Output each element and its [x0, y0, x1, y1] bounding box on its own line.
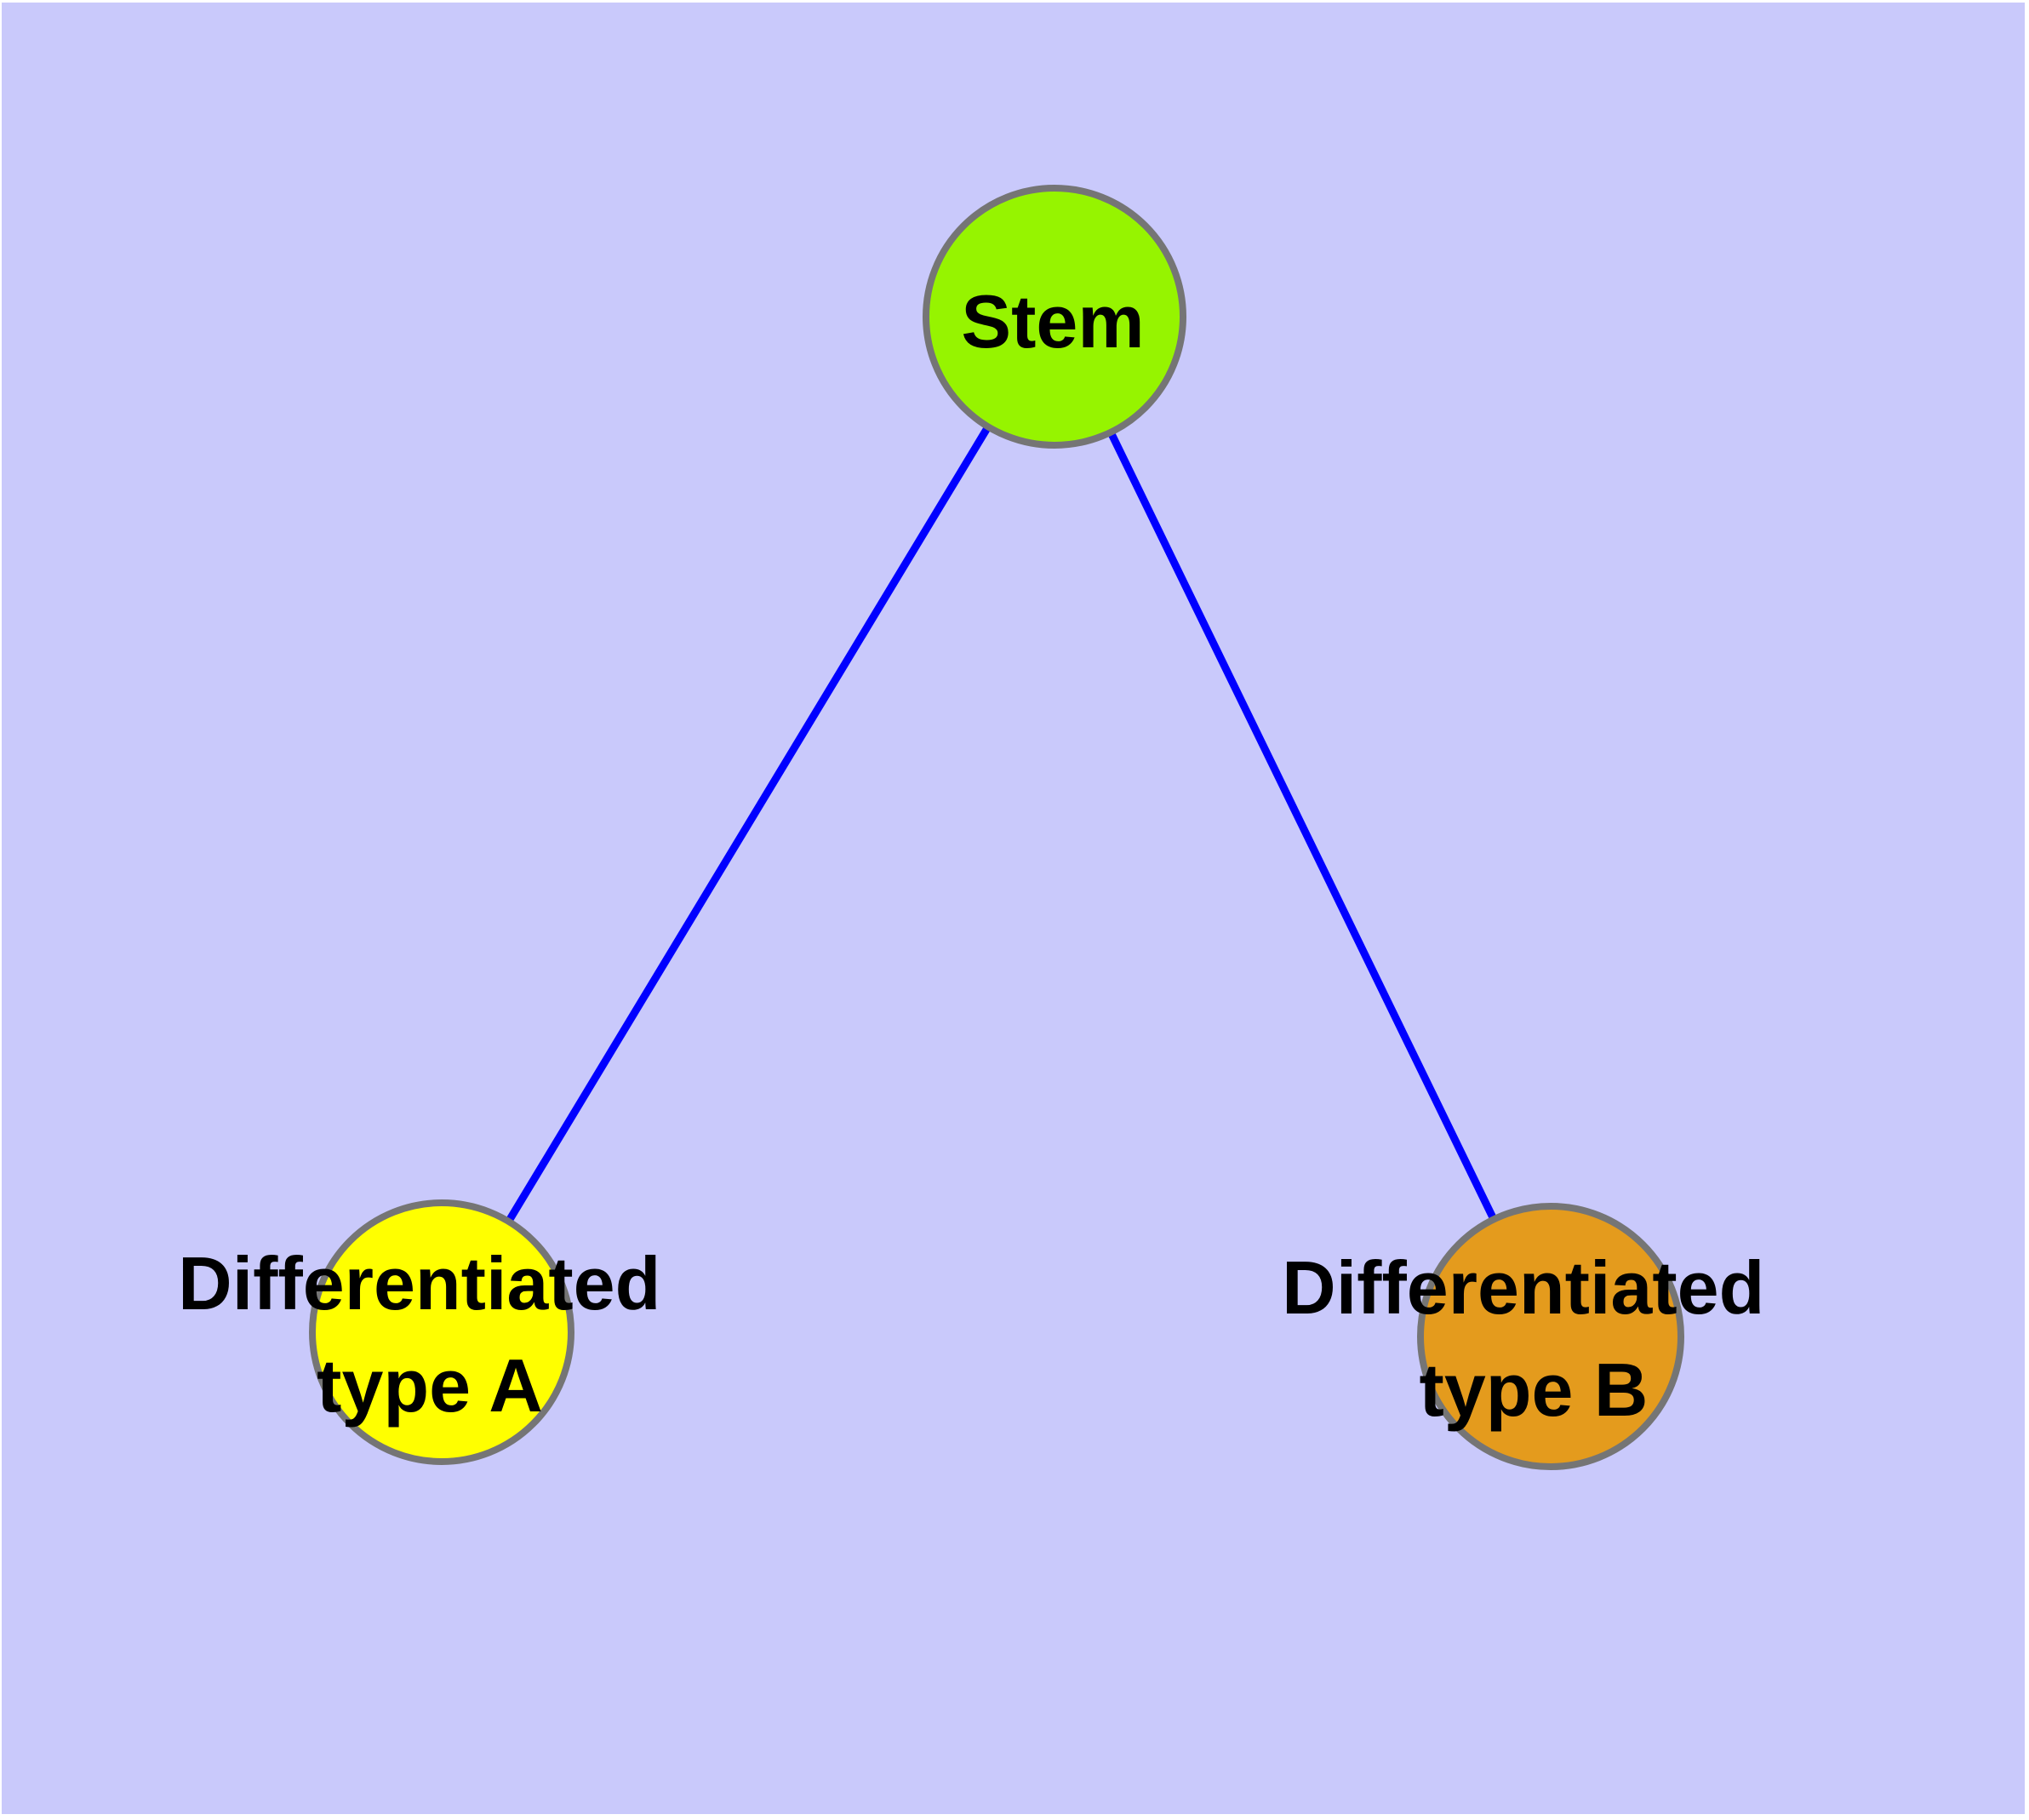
node-differentiated-type-a-label-line2: type A	[317, 1343, 543, 1428]
node-stem-circle	[923, 185, 1186, 449]
node-differentiated-type-a: Differentiated type A	[178, 1199, 682, 1465]
node-differentiated-type-b-circle	[1417, 1203, 1684, 1470]
edge-stem-to-type-b	[1050, 315, 1555, 1338]
edge-stem-to-type-a	[438, 314, 1058, 1335]
node-differentiated-type-a-label: Differentiated type A	[178, 1241, 682, 1428]
node-differentiated-type-b-label-line2: type B	[1420, 1348, 1649, 1432]
node-differentiated-type-a-label-line1: Differentiated	[178, 1241, 660, 1325]
node-stem: Stem	[923, 185, 1186, 449]
node-differentiated-type-b: Differentiated type B	[1282, 1203, 1786, 1470]
node-stem-label: Stem	[961, 279, 1144, 363]
node-differentiated-type-b-label: Differentiated type B	[1282, 1245, 1786, 1432]
node-differentiated-type-b-label-line1: Differentiated	[1282, 1245, 1764, 1330]
node-differentiated-type-a-circle	[309, 1199, 574, 1465]
